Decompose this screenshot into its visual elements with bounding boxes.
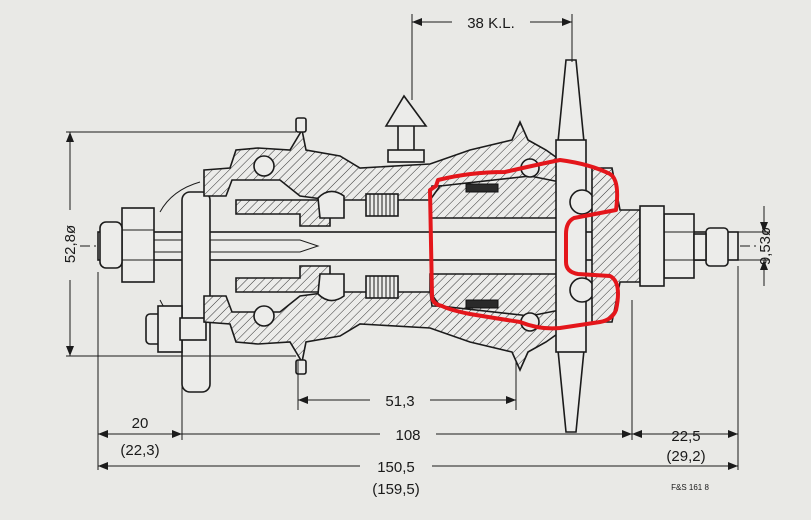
pawl-upper <box>465 183 499 193</box>
dim-left-offset-alt-label: (22,3) <box>120 442 159 459</box>
hub-body <box>80 59 760 433</box>
left-axle-nut <box>121 207 155 283</box>
dim-width-center-label: 108 <box>395 427 420 444</box>
brake-arm <box>181 191 211 393</box>
left-bearing-lower <box>253 305 275 327</box>
dim-left-offset-label: 20 <box>132 415 149 432</box>
left-axle-cap <box>99 221 123 269</box>
sprocket <box>555 59 587 433</box>
right-bearing-inner-upper <box>569 189 595 215</box>
dim-chain-line-label: 38 K.L. <box>467 15 515 32</box>
right-bearing-inner-lower <box>569 277 595 303</box>
axle-pin <box>150 239 320 253</box>
right-axle-cap <box>705 227 729 267</box>
needle-bearing-upper <box>365 193 399 217</box>
dim-flange-spacing: 51,3 <box>297 360 517 410</box>
brake-cable-loop <box>159 181 201 213</box>
dim-right-offset-alt-label: (29,2) <box>666 448 705 465</box>
clutch-lower <box>235 265 331 293</box>
dim-overall-length-alt-label: (159,5) <box>372 481 420 498</box>
dim-chain-line: 38 K.L. <box>411 14 573 100</box>
dim-diameter-large: 52,8ø <box>62 131 296 357</box>
left-bearing-upper <box>253 155 275 177</box>
dim-diameter-small: 9,53ø <box>728 206 774 286</box>
right-axle-nut <box>663 213 695 279</box>
highlight-outline <box>428 158 620 331</box>
dim-overall-length-label: 150,5 <box>377 459 415 476</box>
dim-diameter-large-label: 52,8ø <box>62 225 79 263</box>
dim-bottom-row: 20 (22,3) 108 22,5 (29,2) 150,5 (159,5) <box>97 266 739 498</box>
dim-right-offset-label: 22,5 <box>671 428 700 445</box>
dim-flange-spacing-label: 51,3 <box>385 393 414 410</box>
needle-bearing-lower <box>365 275 399 299</box>
hub-shell-upper-left <box>203 120 561 201</box>
pawl-lower <box>465 299 499 309</box>
reference-code: F&S 161 8 <box>671 483 709 492</box>
clutch-upper <box>235 199 331 227</box>
oil-nipple <box>384 94 428 163</box>
dim-diameter-small-label: 9,53ø <box>757 227 774 265</box>
right-locknut <box>639 205 665 287</box>
